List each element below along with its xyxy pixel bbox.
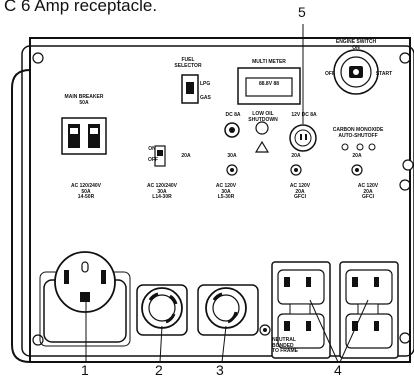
mounting-hole	[32, 334, 44, 346]
amp-rating: 20A	[352, 153, 362, 159]
outlet-1-label: AC 120/240V 50A 14-50R	[70, 183, 102, 200]
neutral-label: NEUTRAL BONDED TO FRAME	[272, 337, 299, 354]
co-icon	[356, 143, 364, 151]
callout-number: 3	[216, 362, 224, 378]
panel-inner-border	[21, 45, 414, 357]
warning-icon	[254, 140, 270, 153]
co-icon	[341, 143, 349, 151]
callout-leader	[159, 325, 163, 363]
mounting-hole	[399, 332, 411, 344]
callout-leader	[221, 325, 227, 363]
co-icon	[368, 143, 376, 151]
outlet-4-label: AC 120V 20A GFCI	[289, 183, 311, 200]
amp-rating: 20A	[291, 153, 301, 159]
fuel-lpg-label: LPG	[200, 81, 211, 87]
callout-leader	[339, 299, 369, 363]
outlet-l5-30r	[205, 287, 247, 329]
on-off-label: ON OFF	[148, 146, 158, 163]
low-oil-label: LOW OIL SHUTDOWN	[248, 111, 278, 123]
mounting-hole	[32, 52, 44, 64]
outlet-l14-30r	[141, 287, 183, 329]
callout-leader	[309, 299, 339, 363]
low-oil-indicator	[255, 121, 269, 135]
caption-text: C 6 Amp receptacle.	[4, 0, 158, 15]
co-shutoff-label: CARBON MONOXIDE AUTO-SHUTOFF	[332, 127, 384, 139]
callout-number: 1	[81, 362, 89, 378]
switch-start-label: START	[375, 71, 393, 77]
outlet-5-label: AC 120V 20A GFCI	[357, 183, 379, 200]
outlet-3-label: AC 120V 30A L5-30R	[215, 183, 237, 200]
switch-off-label: OFF	[325, 71, 335, 77]
meter-screen-value: 88.8V 88	[258, 81, 280, 87]
outlet-14-50r	[54, 251, 116, 313]
breaker-toggle	[68, 124, 80, 148]
fuel-gas-label: GAS	[200, 95, 211, 101]
amp-rating: 20A	[181, 153, 191, 159]
callout-number: 2	[155, 362, 163, 378]
outlet-2-label: AC 120/240V 30A L14-30R	[146, 183, 178, 200]
breaker-toggle	[88, 124, 100, 148]
callout-number: 5	[298, 4, 306, 20]
mounting-hole	[399, 52, 411, 64]
circuit-breaker-button	[402, 159, 414, 171]
mounting-hole	[399, 179, 411, 191]
12v-dc-socket	[289, 124, 317, 152]
callout-number: 4	[334, 362, 342, 378]
switch-on-label: ON	[352, 45, 360, 51]
main-breaker-label: MAIN BREAKER 50A	[64, 94, 104, 106]
amp-rating: 30A	[227, 153, 237, 159]
fuel-selector-label: FUEL SELECTOR	[174, 57, 202, 69]
dc-port-label: DC 8A	[225, 112, 241, 118]
12v-dc-label: 12V DC 8A	[291, 112, 317, 118]
meter-screen	[245, 77, 293, 97]
multi-meter-label: MULTI METER	[252, 59, 286, 65]
engine-switch-label: ENGINE SWITCH	[335, 39, 377, 45]
